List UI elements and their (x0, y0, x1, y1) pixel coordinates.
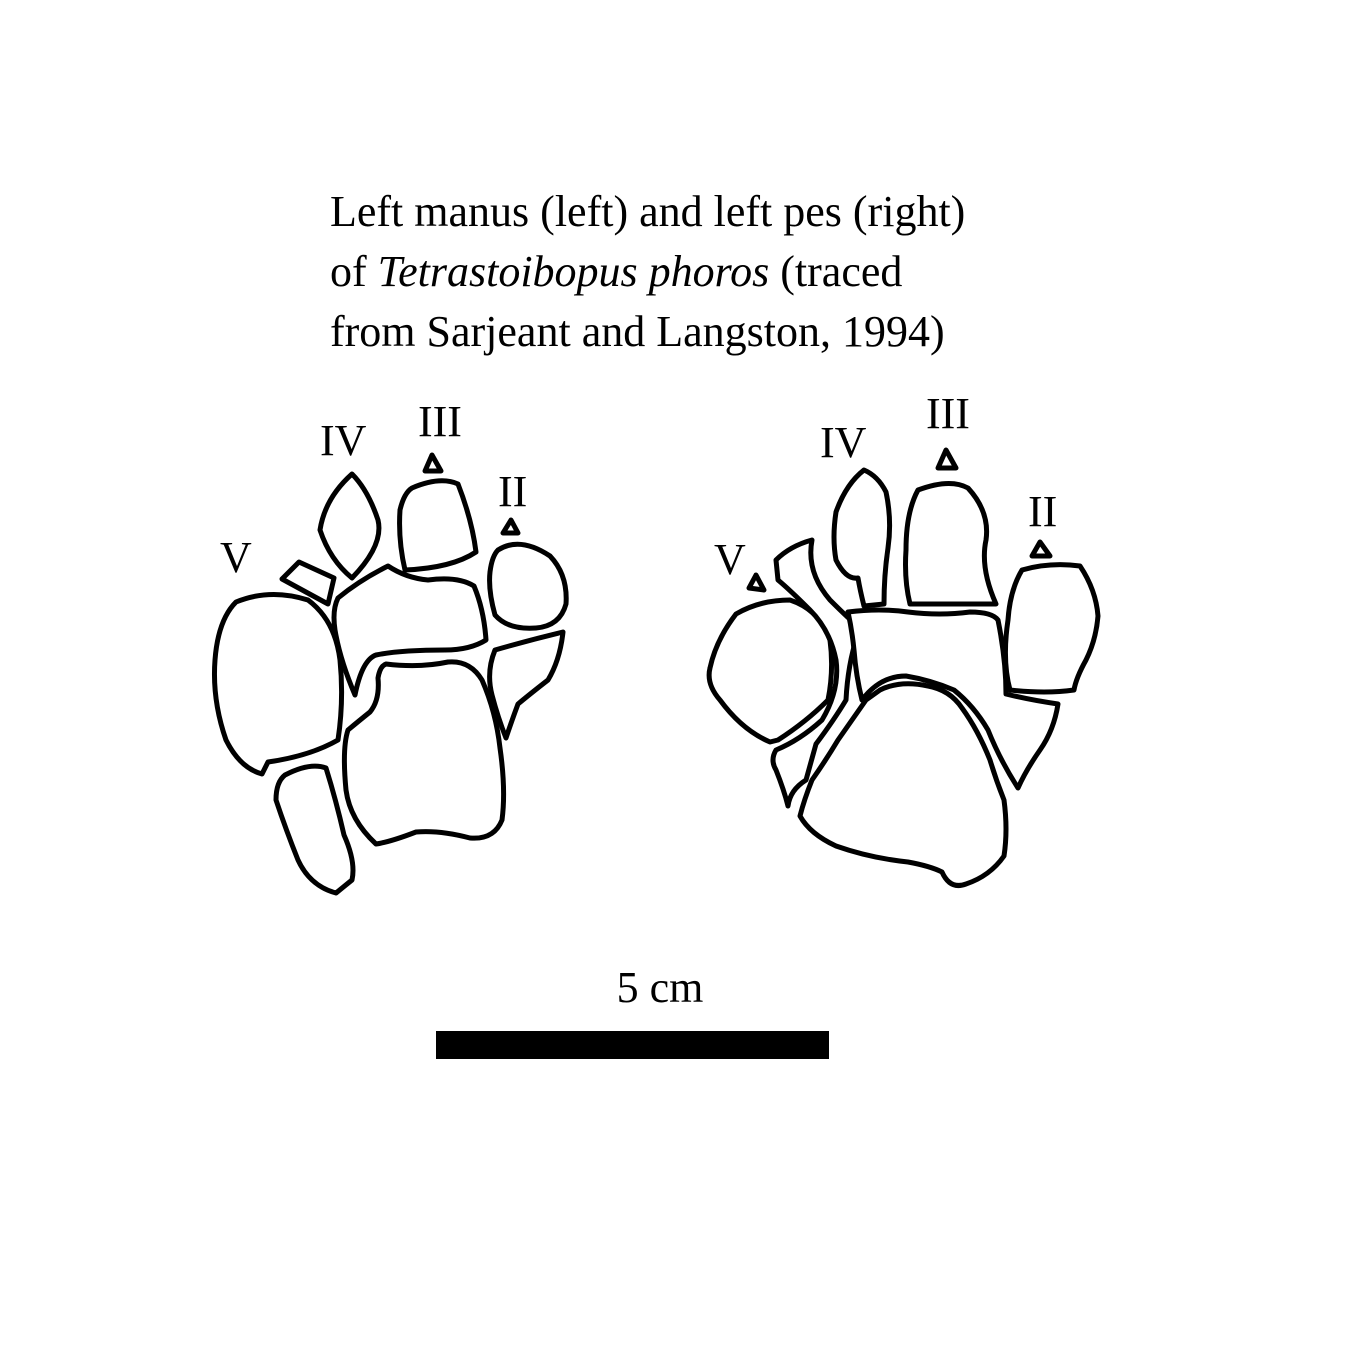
caption-line-2: of Tetrastoibopus phoros (traced (330, 242, 1110, 302)
caption-prefix: of (330, 247, 378, 296)
manus-digit-iv-pad (317, 471, 382, 581)
manus-metacarpal-pad (331, 563, 489, 698)
pes-digit-iii-pad (903, 481, 999, 607)
caption-suffix: (traced (769, 247, 903, 296)
pes-digit-iii-label: III (926, 389, 970, 438)
pes-digit-ii-pad (1002, 562, 1101, 695)
manus-digit-ii-label: II (498, 467, 527, 516)
manus-digit-iv-label: IV (320, 416, 367, 465)
pes-digit-iv-pad (831, 467, 893, 609)
figure-caption: Left manus (left) and left pes (right) o… (330, 182, 1110, 362)
caption-line-1: Left manus (left) and left pes (right) (330, 187, 966, 236)
manus-claw-iii (422, 452, 444, 474)
manus-digit-iii-pad (397, 478, 479, 573)
pes-metatarsal-pad (845, 607, 1061, 791)
manus-digit-ii-pad (487, 541, 569, 631)
pes-digit-iv-label: IV (820, 418, 867, 467)
pes-claw-iii (935, 447, 959, 471)
manus-tracing: V IV III II (211, 397, 569, 896)
pes-heel-strip (770, 537, 863, 809)
manus-lateral-pad (211, 591, 345, 777)
manus-digit-v-pad (279, 559, 337, 607)
manus-proximal-pad (273, 763, 356, 896)
pes-digit-ii-label: II (1028, 487, 1057, 536)
pes-lateral-pad (706, 597, 835, 745)
pes-digit-v-label: V (714, 535, 746, 584)
pes-tracing: V IV III II (706, 389, 1101, 888)
manus-palm-pad (341, 659, 507, 847)
manus-medial-pad (487, 629, 566, 741)
manus-claw-ii (500, 517, 521, 536)
species-name: Tetrastoibopus phoros (377, 247, 770, 296)
manus-digit-v-label: V (220, 533, 252, 582)
pes-claw-ii (1029, 539, 1053, 559)
scale-bar-label: 5 cm (616, 963, 704, 1012)
pes-plantar-pad (797, 681, 1009, 888)
manus-digit-iii-label: III (418, 397, 462, 446)
pes-claw-v (746, 572, 767, 593)
scale-bar (436, 1031, 829, 1059)
caption-line-3: from Sarjeant and Langston, 1994) (330, 307, 945, 356)
